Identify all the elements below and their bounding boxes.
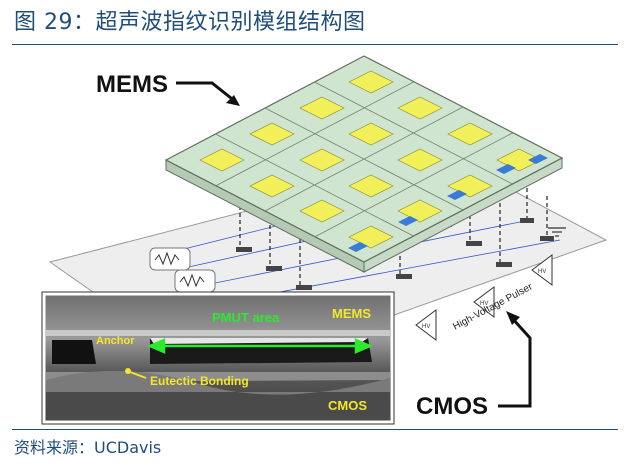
eutectic-bonding-label: Eutectic Bonding: [150, 374, 249, 388]
inset-mems-label: MEMS: [332, 306, 371, 321]
svg-text:HV: HV: [422, 324, 430, 330]
electrode-strips: [348, 154, 548, 252]
anchor-label: Anchor: [96, 335, 135, 347]
svg-text:HV: HV: [480, 301, 488, 307]
source-divider: [12, 429, 618, 430]
sem-inset-border: [41, 291, 395, 425]
mems-pointer-arrow: [176, 81, 237, 104]
title-divider: [12, 44, 618, 45]
sem-structure: [46, 330, 390, 420]
mems-tile-grid: [215, 81, 513, 238]
pmut-span-arrow: [146, 338, 374, 354]
mems-pointer-arrowhead: [226, 95, 240, 106]
ground-symbols: [548, 227, 566, 237]
pmut-area-label: PMUT area: [212, 310, 280, 325]
figure-title: 图 29：超声波指纹识别模组结构图: [14, 10, 366, 35]
mems-label: MEMS: [96, 71, 168, 98]
inset-cmos-label: CMOS: [328, 398, 367, 413]
bonding-pointer: [129, 371, 147, 379]
hv-pulser-triangles: [415, 254, 553, 341]
hv-labels: HV HV HV: [422, 269, 546, 330]
mems-cmos-structure-diagram: HV HV HV High-Voltage Pulser: [41, 55, 608, 425]
cmos-label: CMOS: [416, 393, 488, 420]
svg-text:HV: HV: [538, 269, 546, 275]
cmos-pointer-arrowhead: [506, 311, 520, 325]
bonding-dot: [125, 368, 131, 374]
source-note: 资料来源：UCDavis: [14, 438, 162, 457]
cmos-pointer-arrow: [498, 316, 532, 408]
